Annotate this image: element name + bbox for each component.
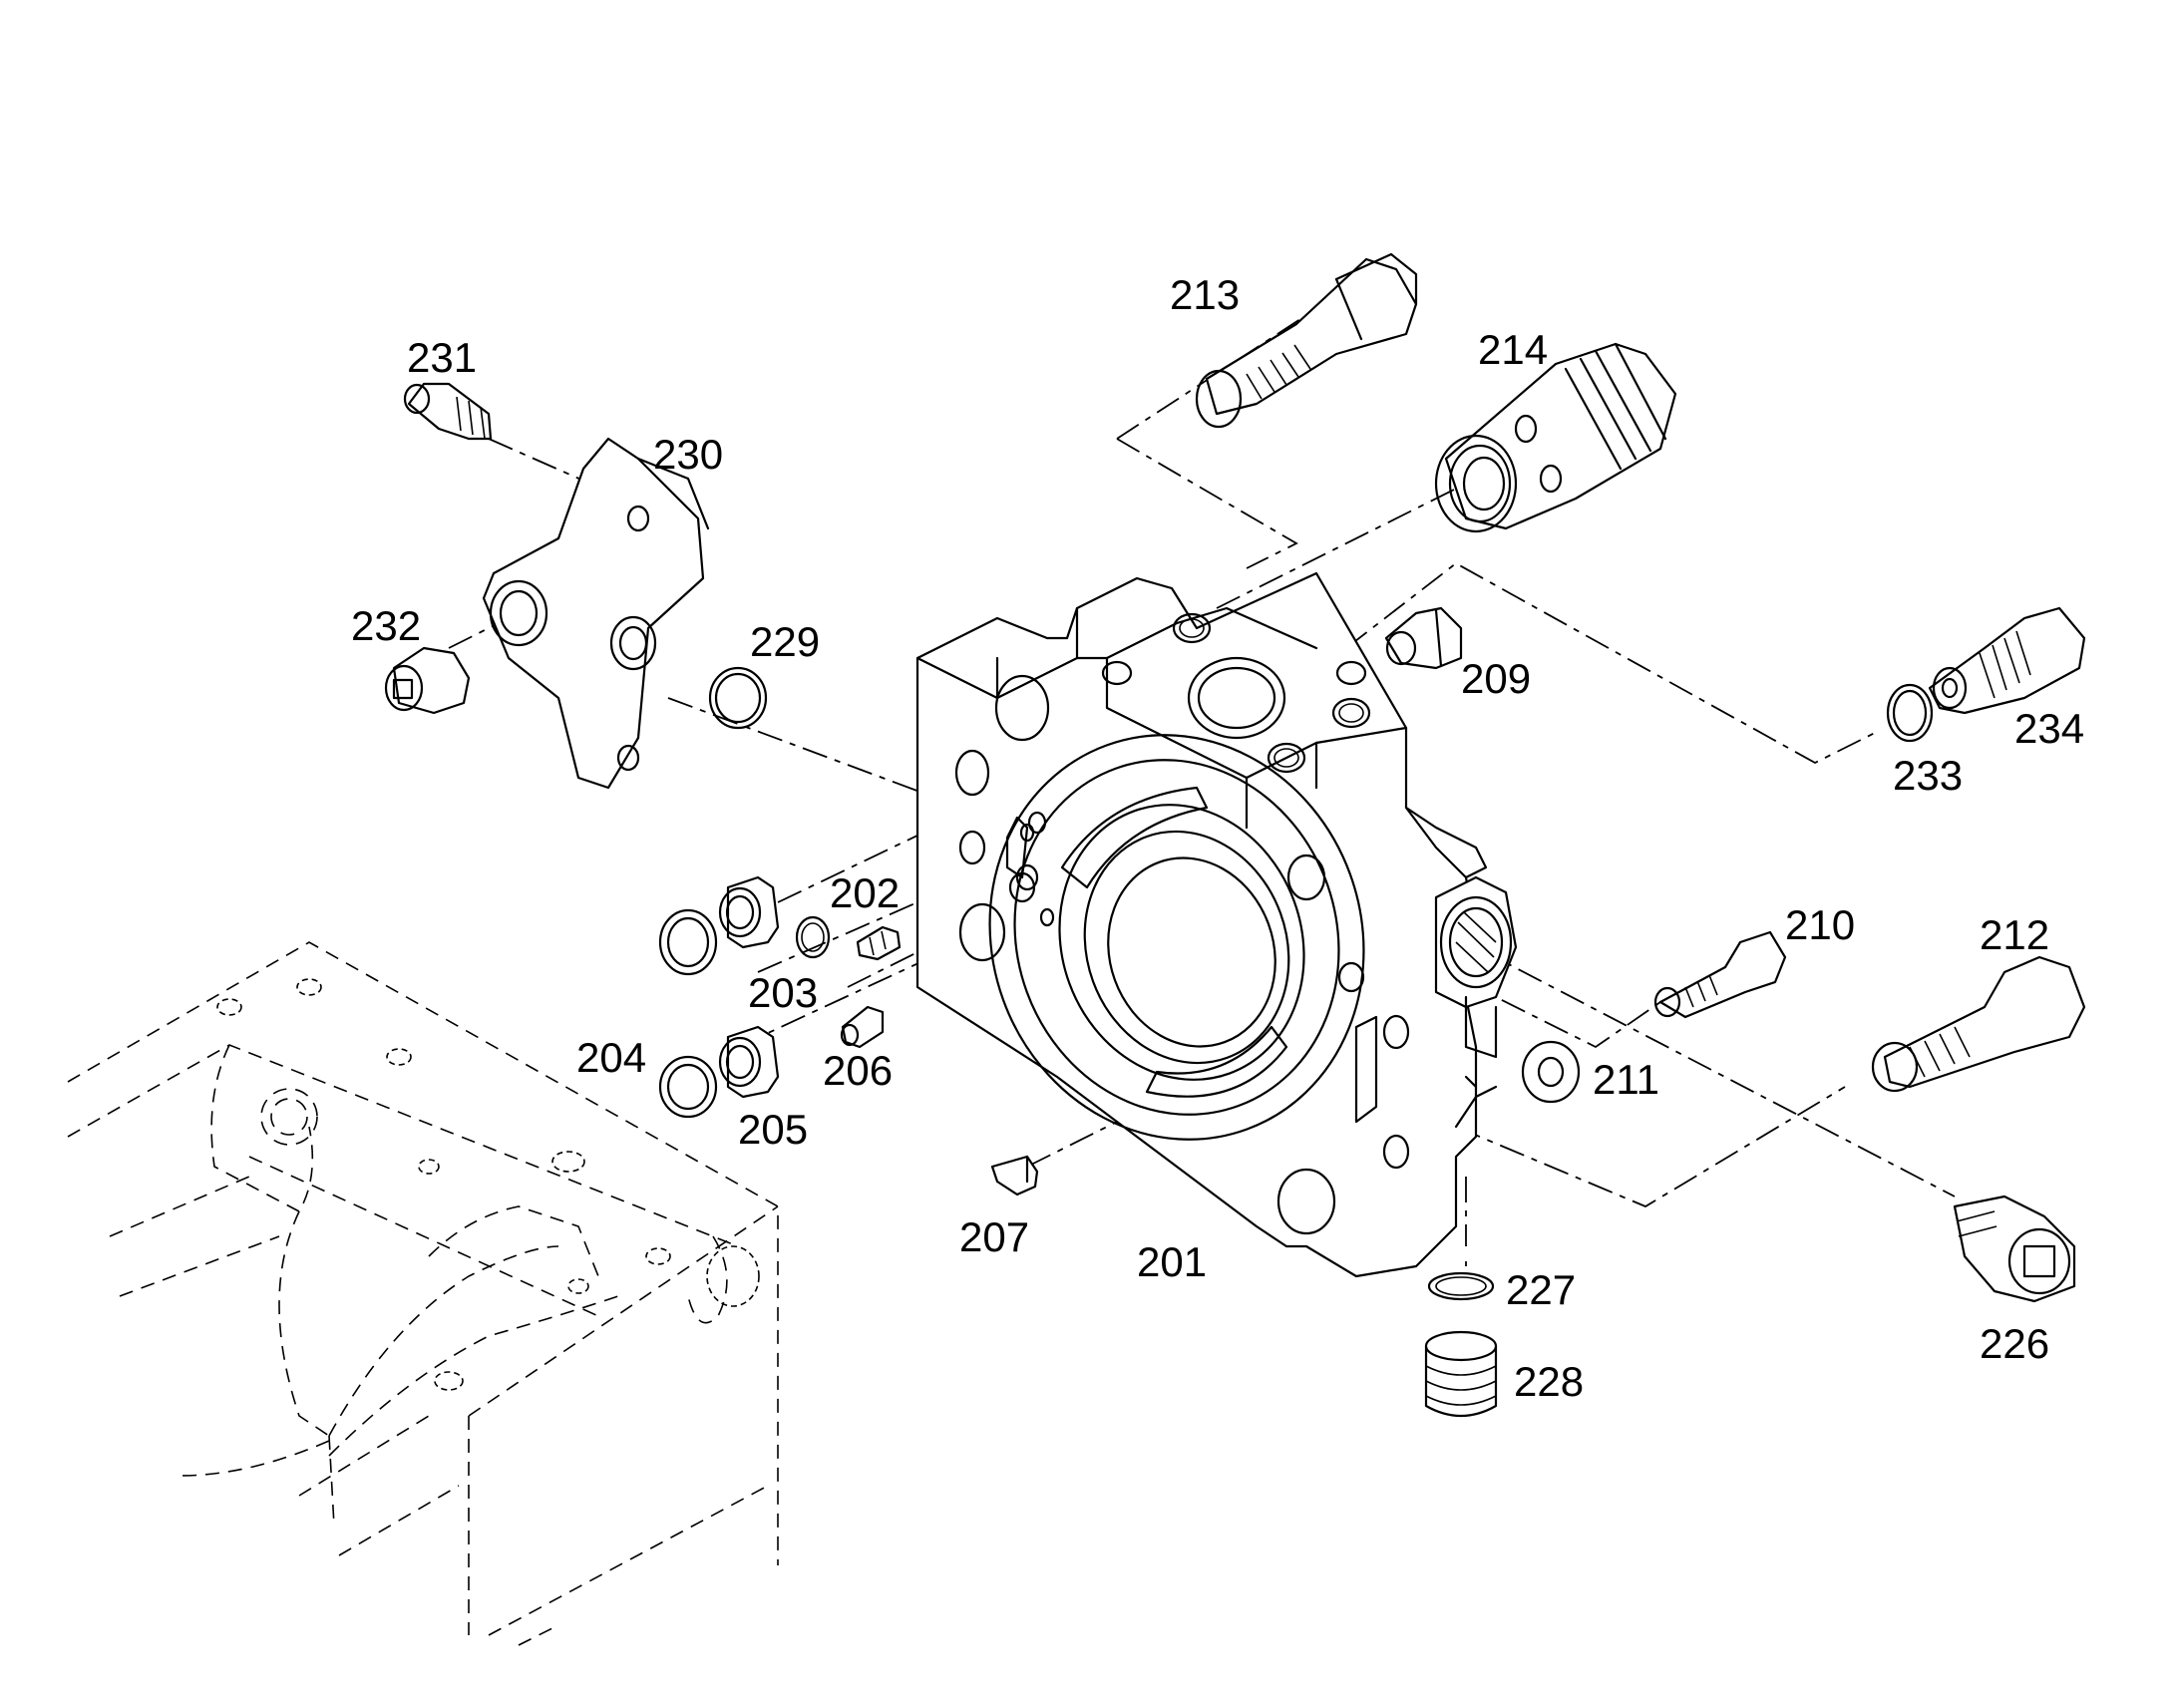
label-204: 204 — [576, 1034, 646, 1081]
pin-206 — [840, 1005, 885, 1049]
plug-232 — [384, 646, 471, 715]
seal-ring-205 — [718, 1025, 780, 1099]
label-205: 205 — [738, 1106, 808, 1153]
o-ring-227-inner — [1435, 1276, 1487, 1296]
o-ring-227 — [1427, 1271, 1495, 1301]
label-207: 207 — [959, 1213, 1029, 1260]
label-206: 206 — [823, 1047, 893, 1094]
label-201: 201 — [1137, 1238, 1207, 1285]
plug-226 — [1953, 1195, 2076, 1303]
label-226: 226 — [1980, 1320, 2049, 1367]
bolt-213 — [1195, 252, 1418, 429]
valve-block-201 — [915, 571, 1518, 1278]
label-214: 214 — [1478, 326, 1548, 373]
label-228: 228 — [1514, 1358, 1584, 1405]
o-ring-233-inner — [1892, 689, 1928, 737]
part-labels: 201 202 203 204 205 206 207 209 210 211 … — [351, 271, 2084, 1405]
cartridge-valve-214 — [1434, 342, 1677, 533]
washer-211-hole — [1537, 1056, 1565, 1088]
key-207 — [990, 1155, 1039, 1196]
bolt-210 — [1653, 930, 1787, 1019]
label-203: 203 — [748, 969, 818, 1016]
label-233: 233 — [1893, 752, 1963, 799]
label-231: 231 — [407, 334, 477, 381]
o-ring-203-inner — [801, 922, 825, 952]
relief-valve-234 — [1928, 606, 2086, 715]
pin-202 — [856, 925, 902, 961]
pump-casing-outline — [67, 941, 779, 1646]
label-209: 209 — [1461, 655, 1531, 702]
label-230: 230 — [653, 431, 723, 478]
washer-211 — [1521, 1040, 1581, 1104]
label-213: 213 — [1170, 271, 1240, 318]
label-229: 229 — [750, 618, 820, 665]
o-ring-upper-left-inner — [666, 916, 710, 968]
label-210: 210 — [1785, 901, 1855, 948]
label-202: 202 — [830, 869, 900, 916]
o-ring-229-inner — [714, 672, 762, 724]
label-234: 234 — [2014, 705, 2084, 752]
label-232: 232 — [351, 602, 421, 649]
seal-ring-upper — [718, 875, 780, 949]
flange-230 — [482, 437, 710, 790]
o-ring-229 — [708, 666, 768, 730]
bolt-212 — [1871, 955, 2086, 1093]
plug-228 — [1424, 1330, 1498, 1417]
label-211: 211 — [1593, 1056, 1659, 1103]
label-227: 227 — [1506, 1266, 1576, 1313]
bolt-231 — [403, 382, 493, 441]
o-ring-233 — [1886, 683, 1934, 743]
o-ring-204-inner — [666, 1063, 710, 1111]
plug-209 — [1384, 606, 1463, 670]
o-ring-203 — [795, 915, 831, 959]
label-212: 212 — [1980, 911, 2049, 958]
o-ring-204 — [658, 1055, 718, 1119]
o-ring-upper-left — [658, 908, 718, 976]
